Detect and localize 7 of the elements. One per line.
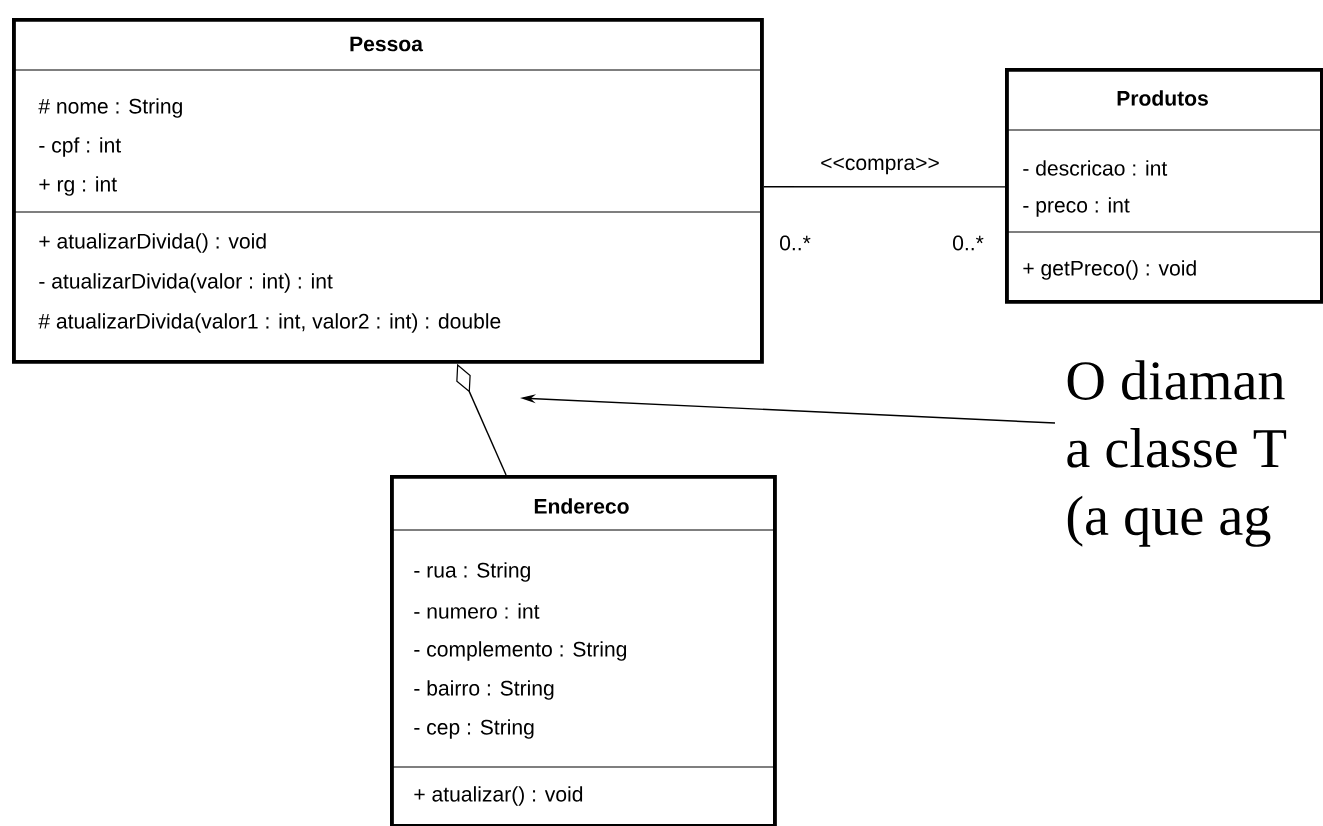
note-text: O diaman a classe T (a que ag [1067,360,1287,547]
multiplicity-label: 0..* [953,235,984,251]
class-box: Endereco - rua : String - numero : int - complemento : String - bairro : String - cep : String + atualizar() : void [389,475,777,826]
edge-label: <<compra>> [818,155,942,177]
class-box: Pessoa # nome : String - cpf : int + rg : int + atualizarDivida() : void - atualizarDivida(valor : int) : int # atualizarDivida(valor1 : int, valor2 : int) : double [11,18,764,364]
association-line [763,186,1006,188]
class-box: Produtos - descricao : int - preco : int + getPreco() : void [1004,68,1323,304]
